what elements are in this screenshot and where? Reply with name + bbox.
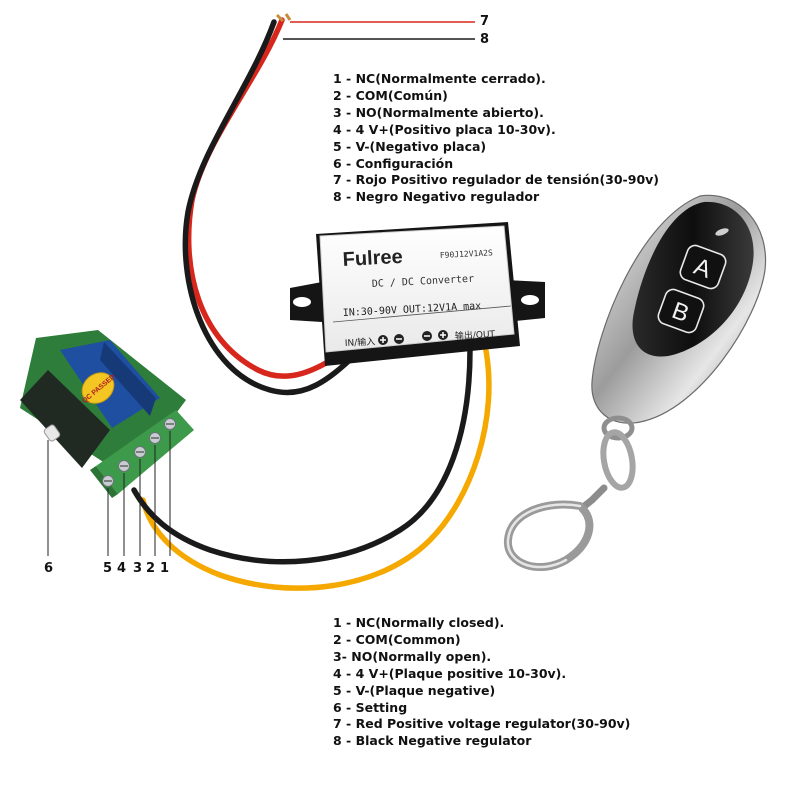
dc-dc-converter: Fulree F90J12V1A2S DC / DC Converter IN:… (290, 222, 545, 366)
legend-es-item: 3 - NO(Normalmente abierto). (333, 104, 544, 120)
legend-es-item: 1 - NC(Normalmente cerrado). (333, 71, 546, 86)
yellow-wire (140, 342, 492, 591)
converter-model: F90J12V1A2S (440, 248, 494, 260)
legend-es-item: 5 - V-(Negativo placa) (333, 138, 487, 154)
qc-passed-sticker: QC PASSED (81, 372, 117, 405)
callout-3: 3 (133, 561, 142, 576)
converter-in-label: IN/输入 (345, 335, 376, 349)
mounting-hole-right (521, 295, 539, 305)
polarity-symbols (378, 330, 448, 345)
legend-english: 1 - NC(Normally closed). 2 - COM(Common)… (333, 615, 630, 750)
legend-es-item: 8 - Negro Negativo regulador (333, 189, 540, 205)
converter-label (319, 225, 515, 353)
converter-out-label: 输出/OUT (455, 328, 496, 342)
callout-2: 2 (146, 561, 155, 576)
remote-control: A B (504, 194, 767, 572)
callout-8: 8 (480, 32, 489, 47)
converter-brand: Fulree (342, 246, 403, 271)
legend-en-item: 4 - 4 V+(Plaque positive 10-30v). (333, 665, 567, 681)
setting-button (43, 424, 61, 442)
red-wire (185, 17, 348, 379)
legend-en-item: 3- NO(Normally open). (333, 648, 492, 664)
callout-6: 6 (44, 561, 53, 576)
callout-1: 1 (160, 561, 169, 576)
legend-es-item: 6 - Configuración (333, 155, 454, 171)
label-divider (332, 305, 512, 323)
remote-button-b: B (657, 288, 705, 334)
black-wire-bottom (131, 347, 473, 565)
keyring-loop (601, 415, 635, 441)
remote-button-a: A (679, 244, 727, 290)
converter-subtitle: DC / DC Converter (372, 274, 475, 290)
legend-en-item: 7 - Red Positive voltage regulator(30-90… (333, 716, 631, 732)
lobster-clasp (504, 500, 594, 572)
legend-en-item: 6 - Setting (333, 699, 408, 715)
legend-spanish: 1 - NC(Normalmente cerrado). 2 - COM(Com… (333, 71, 659, 206)
number-callouts: 7 8 6 5 4 3 2 1 (44, 14, 489, 576)
relay-receiver-board: QC PASSED (20, 330, 194, 556)
swivel (578, 484, 608, 512)
copper-tip (275, 13, 285, 23)
copper-tip (284, 13, 292, 21)
legend-en-item: 1 - NC(Normally closed). (333, 615, 505, 630)
legend-es-item: 2 - COM(Común) (333, 87, 448, 103)
relay-side (100, 342, 156, 416)
mounting-hole-left (293, 297, 311, 307)
legend-es-item: 7 - Rojo Positivo regulador de tensión(3… (333, 172, 660, 188)
legend-en-item: 8 - Black Negative regulator (333, 733, 532, 749)
terminal-pointer-lines (47, 431, 171, 556)
callout-5: 5 (103, 561, 112, 576)
wires (131, 13, 492, 591)
legend-en-item: 5 - V-(Plaque negative) (333, 682, 496, 698)
pcb-components (20, 370, 110, 468)
legend-es-item: 4 - 4 V+(Positivo placa 10-30v). (333, 121, 556, 137)
black-wire-top (182, 19, 355, 396)
keyring-link (600, 429, 636, 491)
callout-7: 7 (480, 14, 489, 29)
remote-led (715, 228, 729, 236)
callout-4: 4 (117, 561, 126, 576)
legend-en-item: 2 - COM(Common) (333, 631, 461, 647)
